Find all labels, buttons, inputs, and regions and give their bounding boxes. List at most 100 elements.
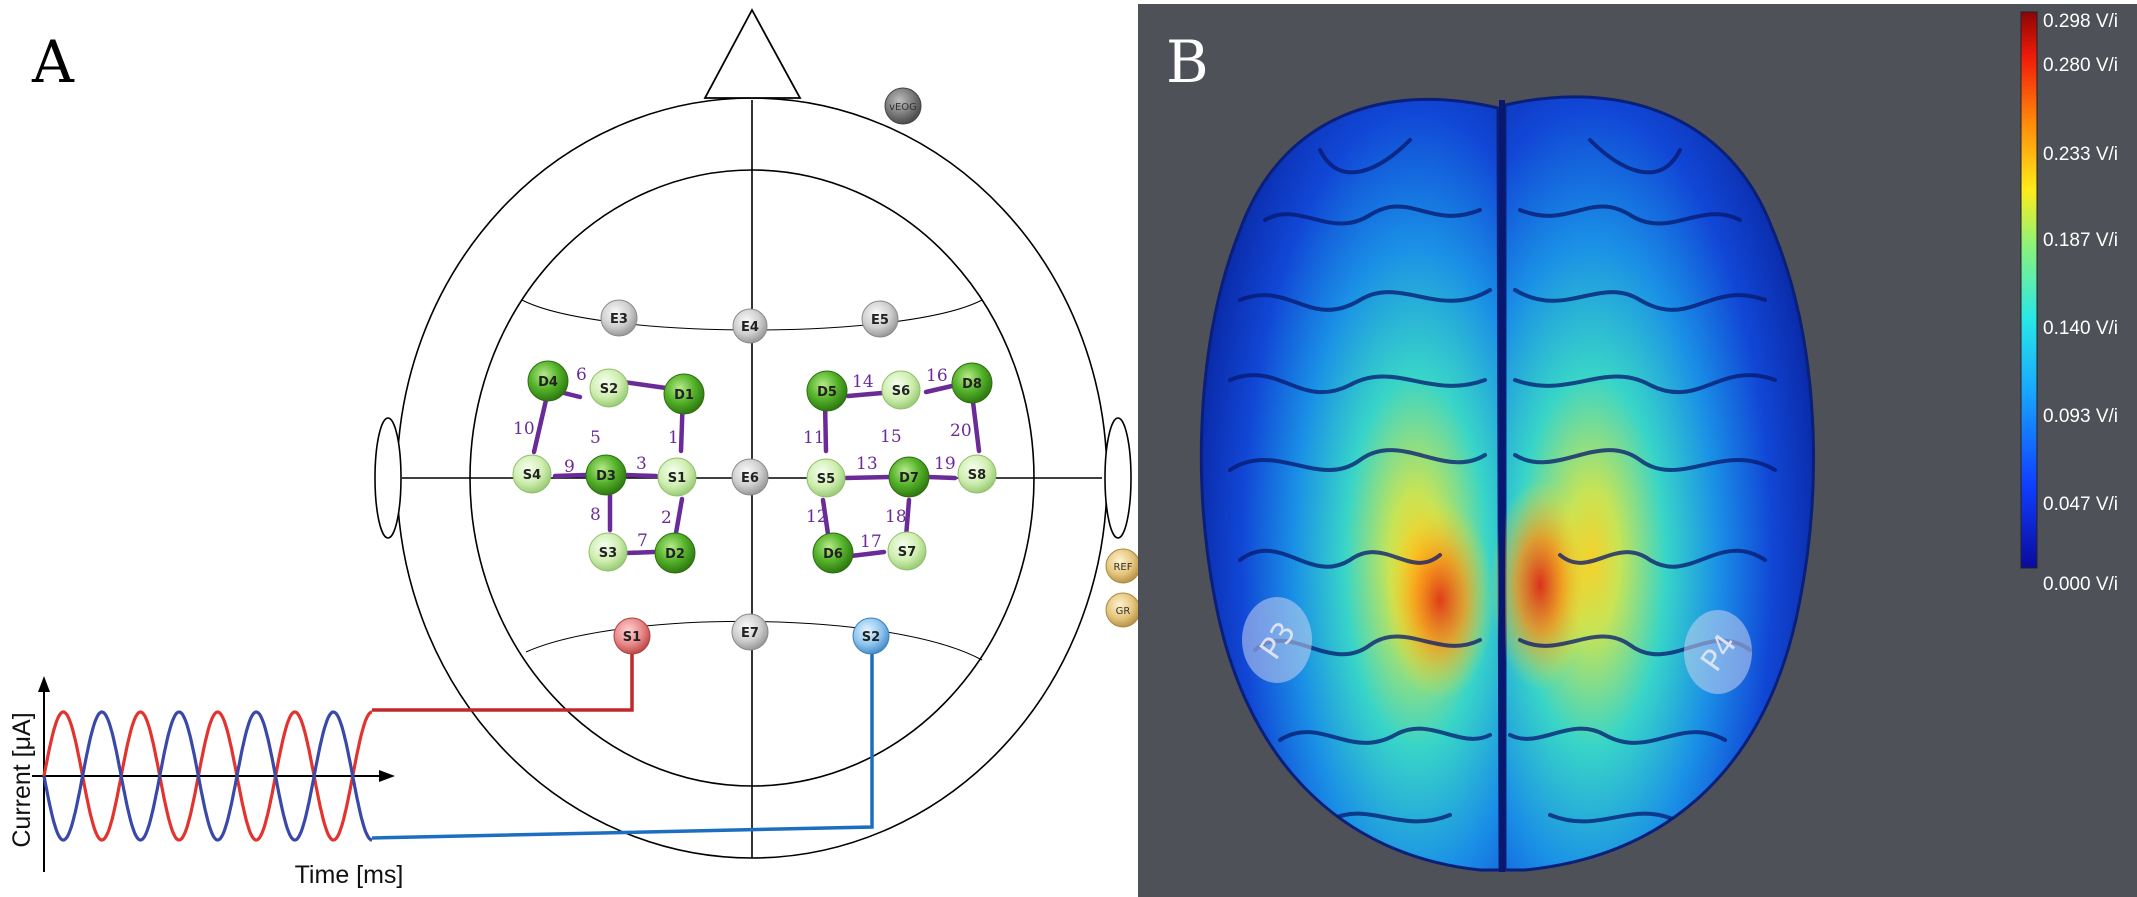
- channel-number: 18: [885, 507, 907, 527]
- svg-text:S8: S8: [968, 468, 986, 483]
- svg-text:D2: D2: [665, 547, 685, 562]
- svg-text:S4: S4: [523, 468, 541, 483]
- nose-icon: [703, 8, 802, 99]
- svg-text:D7: D7: [899, 471, 919, 486]
- colorbar-tick: 0.280 V/i: [2043, 55, 2118, 76]
- channel-number: 11: [803, 428, 825, 448]
- source-s3: S3: [588, 532, 628, 572]
- channel-number: 16: [926, 366, 948, 386]
- source-s6: S6: [881, 370, 921, 410]
- eeg-electrodes: E3 E4 E5 E6 E7: [600, 299, 899, 651]
- channel-number: 7: [637, 531, 648, 551]
- waveform-red: [42, 710, 373, 842]
- detector-d3: D3: [585, 454, 627, 496]
- colorbar-tick: 0.298 V/i: [2043, 11, 2118, 32]
- svg-text:D8: D8: [962, 377, 982, 392]
- channel-number: 8: [590, 505, 601, 525]
- channel-number: 15: [880, 427, 902, 447]
- electrode-p4: P4: [1684, 610, 1752, 694]
- channel-number: 6: [576, 365, 587, 385]
- channel-number: 14: [852, 372, 874, 392]
- left-ear-icon: [374, 417, 402, 539]
- svg-text:E5: E5: [871, 313, 889, 328]
- stimulation-waveform: Current [μA] Time [ms]: [8, 676, 403, 889]
- svg-text:GR: GR: [1116, 606, 1131, 617]
- channel-number: 5: [590, 428, 601, 448]
- svg-text:E7: E7: [741, 626, 759, 641]
- source-s2: S2: [589, 368, 629, 408]
- svg-text:S7: S7: [898, 545, 916, 560]
- stim-electrode-s1: S1: [613, 617, 651, 655]
- colorbar-tick: 0.140 V/i: [2043, 318, 2118, 339]
- colorbar-tick: 0.047 V/i: [2043, 494, 2118, 515]
- colorbar-tick: 0.093 V/i: [2043, 406, 2118, 427]
- svg-text:vEOG: vEOG: [889, 102, 917, 113]
- stim-wire-red: [372, 640, 634, 712]
- source-s4: S4: [512, 454, 552, 494]
- svg-text:S2: S2: [862, 630, 880, 645]
- eeg-electrode-e6: E6: [731, 458, 769, 496]
- colorbar-tick: 0.233 V/i: [2043, 144, 2118, 165]
- eeg-electrode-e3: E3: [600, 299, 638, 337]
- svg-text:D5: D5: [817, 385, 837, 400]
- panel-b-letter: B: [1166, 28, 1209, 96]
- detector-d7: D7: [888, 456, 930, 498]
- waveform-ylabel: Current [μA]: [8, 712, 36, 847]
- source-s5: S5: [806, 458, 846, 498]
- channel-number: 12: [806, 507, 828, 527]
- svg-text:S6: S6: [892, 384, 910, 399]
- brain-efield-map: [1199, 95, 1815, 872]
- svg-text:S5: S5: [817, 472, 835, 487]
- waveform-xlabel: Time [ms]: [295, 861, 404, 889]
- channel-number: 20: [950, 421, 972, 441]
- detector-d6: D6: [812, 532, 854, 574]
- svg-text:E4: E4: [741, 320, 759, 335]
- detector-d5: D5: [806, 370, 848, 412]
- channel-number: 10: [513, 419, 535, 439]
- veog-electrode: vEOG: [884, 87, 922, 125]
- fnirs-channel-lines: [531, 377, 982, 559]
- eeg-electrode-e5: E5: [861, 300, 899, 338]
- detector-d2: D2: [654, 532, 696, 574]
- channel-number: 3: [636, 454, 647, 474]
- source-s7: S7: [887, 531, 927, 571]
- ground-electrode: GR: [1105, 592, 1141, 628]
- svg-text:D3: D3: [596, 469, 616, 484]
- svg-text:REF: REF: [1113, 562, 1132, 573]
- svg-text:S1: S1: [623, 630, 641, 645]
- detector-d1: D1: [663, 373, 705, 415]
- channel-number: 17: [860, 532, 882, 552]
- channel-numbers: 1 2 3 4 5 6 7 8 9 10 11 12 13 14 15 16 1…: [513, 365, 972, 552]
- right-ear-icon: [1104, 417, 1132, 539]
- svg-text:E6: E6: [741, 471, 759, 486]
- channel-number: 9: [564, 457, 575, 477]
- channel-number: 13: [856, 454, 878, 474]
- detector-d4: D4: [527, 360, 569, 402]
- channel-number: 1: [668, 428, 679, 448]
- colorbar-tick: 0.000 V/i: [2043, 574, 2118, 595]
- svg-text:E3: E3: [610, 312, 628, 327]
- panel-a-letter: A: [31, 28, 75, 96]
- svg-text:S3: S3: [599, 546, 617, 561]
- waveform-blue: [42, 710, 373, 842]
- ref-electrode: REF: [1105, 548, 1141, 584]
- fnirs-detectors: D1 D2 D3 D4 D5 D6 D7 D8: [527, 360, 993, 574]
- svg-text:S1: S1: [668, 471, 686, 486]
- electrode-p3: P3: [1242, 597, 1312, 683]
- svg-text:S2: S2: [600, 382, 618, 397]
- stim-electrode-s2: S2: [852, 617, 890, 655]
- colorbar: 0.298 V/i 0.280 V/i 0.233 V/i 0.187 V/i …: [2020, 11, 2118, 595]
- colorbar-tick: 0.187 V/i: [2043, 230, 2118, 251]
- channel-number: 2: [661, 508, 672, 528]
- eeg-electrode-e4: E4: [732, 308, 768, 344]
- channel-number: 19: [934, 454, 956, 474]
- svg-text:D1: D1: [674, 388, 694, 403]
- fnirs-sources: S1 S2 S3 S4 S5 S6 S7 S8: [512, 368, 997, 572]
- source-s1: S1: [657, 457, 697, 497]
- svg-text:D6: D6: [823, 547, 843, 562]
- source-s8: S8: [957, 454, 997, 494]
- eeg-electrode-e7: E7: [731, 613, 769, 651]
- svg-text:D4: D4: [538, 375, 558, 390]
- detector-d8: D8: [951, 362, 993, 404]
